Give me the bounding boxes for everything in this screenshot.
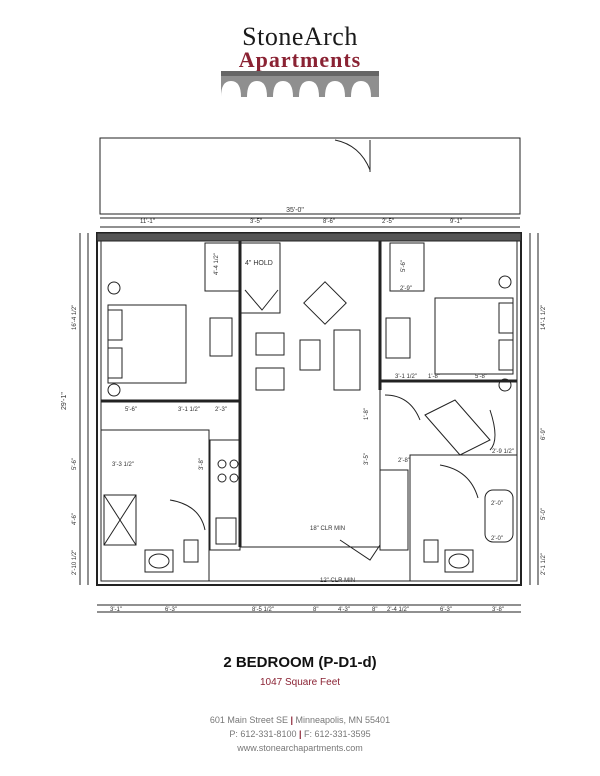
svg-text:8": 8" xyxy=(372,607,377,613)
bed-right xyxy=(434,297,514,375)
svg-text:5'-6": 5'-6" xyxy=(125,407,137,413)
stone-arch-bridge-icon xyxy=(221,71,379,97)
svg-text:6'-9": 6'-9" xyxy=(541,428,547,440)
balcony xyxy=(99,137,521,215)
fax-number: F: 612-331-3595 xyxy=(304,729,371,739)
hold-label: 4" HOLD xyxy=(245,260,273,267)
svg-text:2'-4 1/2": 2'-4 1/2" xyxy=(387,607,409,613)
svg-text:3'-5": 3'-5" xyxy=(250,219,262,225)
closet-left xyxy=(204,242,240,292)
dresser-right xyxy=(385,317,411,359)
svg-text:2'-10 1/2": 2'-10 1/2" xyxy=(72,550,78,575)
svg-text:5'-6": 5'-6" xyxy=(401,260,407,272)
svg-text:2'-1 1/2": 2'-1 1/2" xyxy=(541,553,547,575)
living-room xyxy=(239,240,381,548)
stove-burner xyxy=(217,459,227,469)
svg-text:6'-3": 6'-3" xyxy=(165,607,177,613)
angled-closet xyxy=(424,399,491,456)
exterior-wall xyxy=(96,232,522,586)
hold-closet xyxy=(239,242,281,314)
svg-text:1'-8": 1'-8" xyxy=(364,408,370,420)
svg-text:3'-8": 3'-8" xyxy=(199,458,205,470)
kitchen-sink xyxy=(215,517,237,545)
stonearch-logo: StoneArch Apartments xyxy=(0,22,600,102)
svg-text:9'-1": 9'-1" xyxy=(450,219,462,225)
armchair xyxy=(303,281,347,325)
svg-text:2'-0": 2'-0" xyxy=(491,536,503,542)
bathroom-right xyxy=(409,454,518,582)
dresser-left xyxy=(209,317,233,357)
svg-text:8": 8" xyxy=(313,607,318,613)
svg-text:3'-1": 3'-1" xyxy=(110,607,122,613)
shower-left xyxy=(103,494,137,546)
svg-text:2'-0": 2'-0" xyxy=(491,501,503,507)
svg-text:5'-8": 5'-8" xyxy=(475,374,487,380)
coffee-table xyxy=(299,339,321,371)
svg-text:3'-1 1/2": 3'-1 1/2" xyxy=(178,407,200,413)
closet-right xyxy=(389,242,425,292)
svg-text:5'-6": 5'-6" xyxy=(72,458,78,470)
toilet-right xyxy=(423,539,439,563)
svg-text:2'-9 1/2": 2'-9 1/2" xyxy=(492,449,514,455)
bed-left xyxy=(107,304,187,384)
square-footage: 1047 Square Feet xyxy=(259,677,341,688)
laundry xyxy=(379,469,409,551)
svg-text:29'-1": 29'-1" xyxy=(61,392,68,410)
logo-text-apartments: Apartments xyxy=(238,47,362,72)
svg-text:2'-9": 2'-9" xyxy=(400,286,412,292)
address-line: 601 Main Street SE | Minneapolis, MN 554… xyxy=(209,715,391,725)
svg-text:2'-8": 2'-8" xyxy=(398,458,410,464)
logo-text-stonearch: StoneArch xyxy=(242,22,358,51)
svg-text:4'-4 1/2": 4'-4 1/2" xyxy=(214,253,220,275)
clearance-18: 18" CLR MIN xyxy=(310,526,345,532)
unit-title: 2 BEDROOM (P-D1-d) xyxy=(223,654,377,671)
svg-text:16'-4 1/2": 16'-4 1/2" xyxy=(72,305,78,330)
svg-text:5'-0": 5'-0" xyxy=(541,508,547,520)
svg-text:3'-1 1/2": 3'-1 1/2" xyxy=(395,374,417,380)
clearance-12: 12" CLR MIN xyxy=(320,578,355,584)
city-address: Minneapolis, MN 55401 xyxy=(295,715,391,725)
svg-text:4'-6": 4'-6" xyxy=(72,513,78,525)
svg-text:3'-3 1/2": 3'-3 1/2" xyxy=(112,462,134,468)
svg-text:2'-5": 2'-5" xyxy=(382,219,394,225)
bathtub-right xyxy=(484,489,514,543)
bathroom-left xyxy=(100,429,210,582)
vanity-right xyxy=(444,549,474,573)
svg-text:6'-3": 6'-3" xyxy=(440,607,452,613)
contact-line: P: 612-331-8100 | F: 612-331-3595 xyxy=(229,729,371,739)
website-link[interactable]: www.stonearchapartments.com xyxy=(237,743,363,753)
floor-plan: 35'-0" 11'-1" 3'-5" 8'-6" 2'-5" 9'-1" 4"… xyxy=(61,137,547,613)
svg-text:2'-3": 2'-3" xyxy=(215,407,227,413)
balcony-door-swing xyxy=(334,139,371,171)
svg-text:8'-5 1/2": 8'-5 1/2" xyxy=(252,607,274,613)
svg-text:1'-8": 1'-8" xyxy=(428,374,440,380)
svg-text:14'-1 1/2": 14'-1 1/2" xyxy=(541,305,547,330)
svg-text:3'-5": 3'-5" xyxy=(364,453,370,465)
nightstand-lamp xyxy=(107,281,121,295)
phone-number: P: 612-331-8100 xyxy=(229,729,297,739)
svg-text:11'-1": 11'-1" xyxy=(140,219,155,225)
vanity-left xyxy=(144,549,174,573)
street-address: 601 Main Street SE xyxy=(209,715,288,725)
pillow-left xyxy=(107,309,123,341)
dim-total-width: 35'-0" xyxy=(286,207,304,214)
sofa xyxy=(333,329,361,391)
svg-text:8'-6": 8'-6" xyxy=(323,219,335,225)
svg-text:4'-3": 4'-3" xyxy=(338,607,350,613)
toilet-left xyxy=(183,539,199,563)
chair xyxy=(255,332,285,356)
svg-text:3'-8": 3'-8" xyxy=(492,607,504,613)
